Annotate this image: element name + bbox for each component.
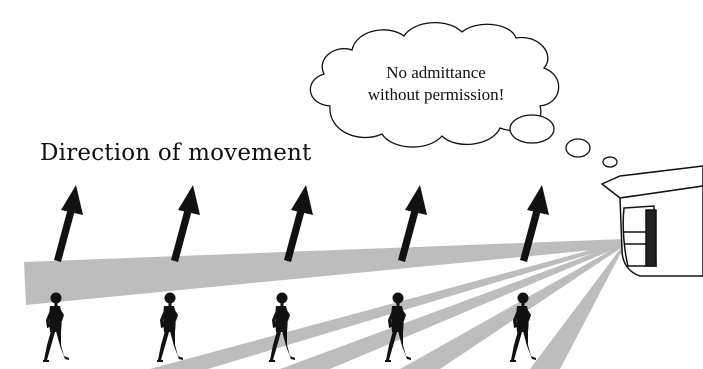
bubble-line-1: No admittance [386, 63, 486, 82]
speech-bubble-text: No admittance without permission! [336, 62, 536, 106]
thought-dot [602, 156, 618, 168]
thought-dot [509, 114, 555, 144]
sensor-top [600, 165, 703, 199]
thought-bubble [309, 21, 618, 168]
direction-arrow-icon [284, 185, 313, 262]
direction-arrow-icon [54, 185, 83, 262]
pir-sensor-icon [600, 165, 703, 277]
sensor-beam [400, 243, 624, 369]
sensor-beam [280, 242, 624, 369]
thought-dot [565, 138, 591, 158]
sensor-beam [24, 239, 624, 305]
sensor-beam [150, 241, 624, 369]
walking-person-icon [269, 292, 295, 362]
bubble-line-2: without permission! [367, 85, 505, 104]
direction-caption: Direction of movement [40, 140, 312, 166]
speech-cloud [309, 21, 560, 148]
walking-person-icon [157, 292, 183, 362]
sensor-window [645, 209, 657, 267]
direction-arrow-icon [171, 185, 200, 262]
sensor-beams [24, 239, 624, 369]
sensor-beam [530, 244, 624, 369]
